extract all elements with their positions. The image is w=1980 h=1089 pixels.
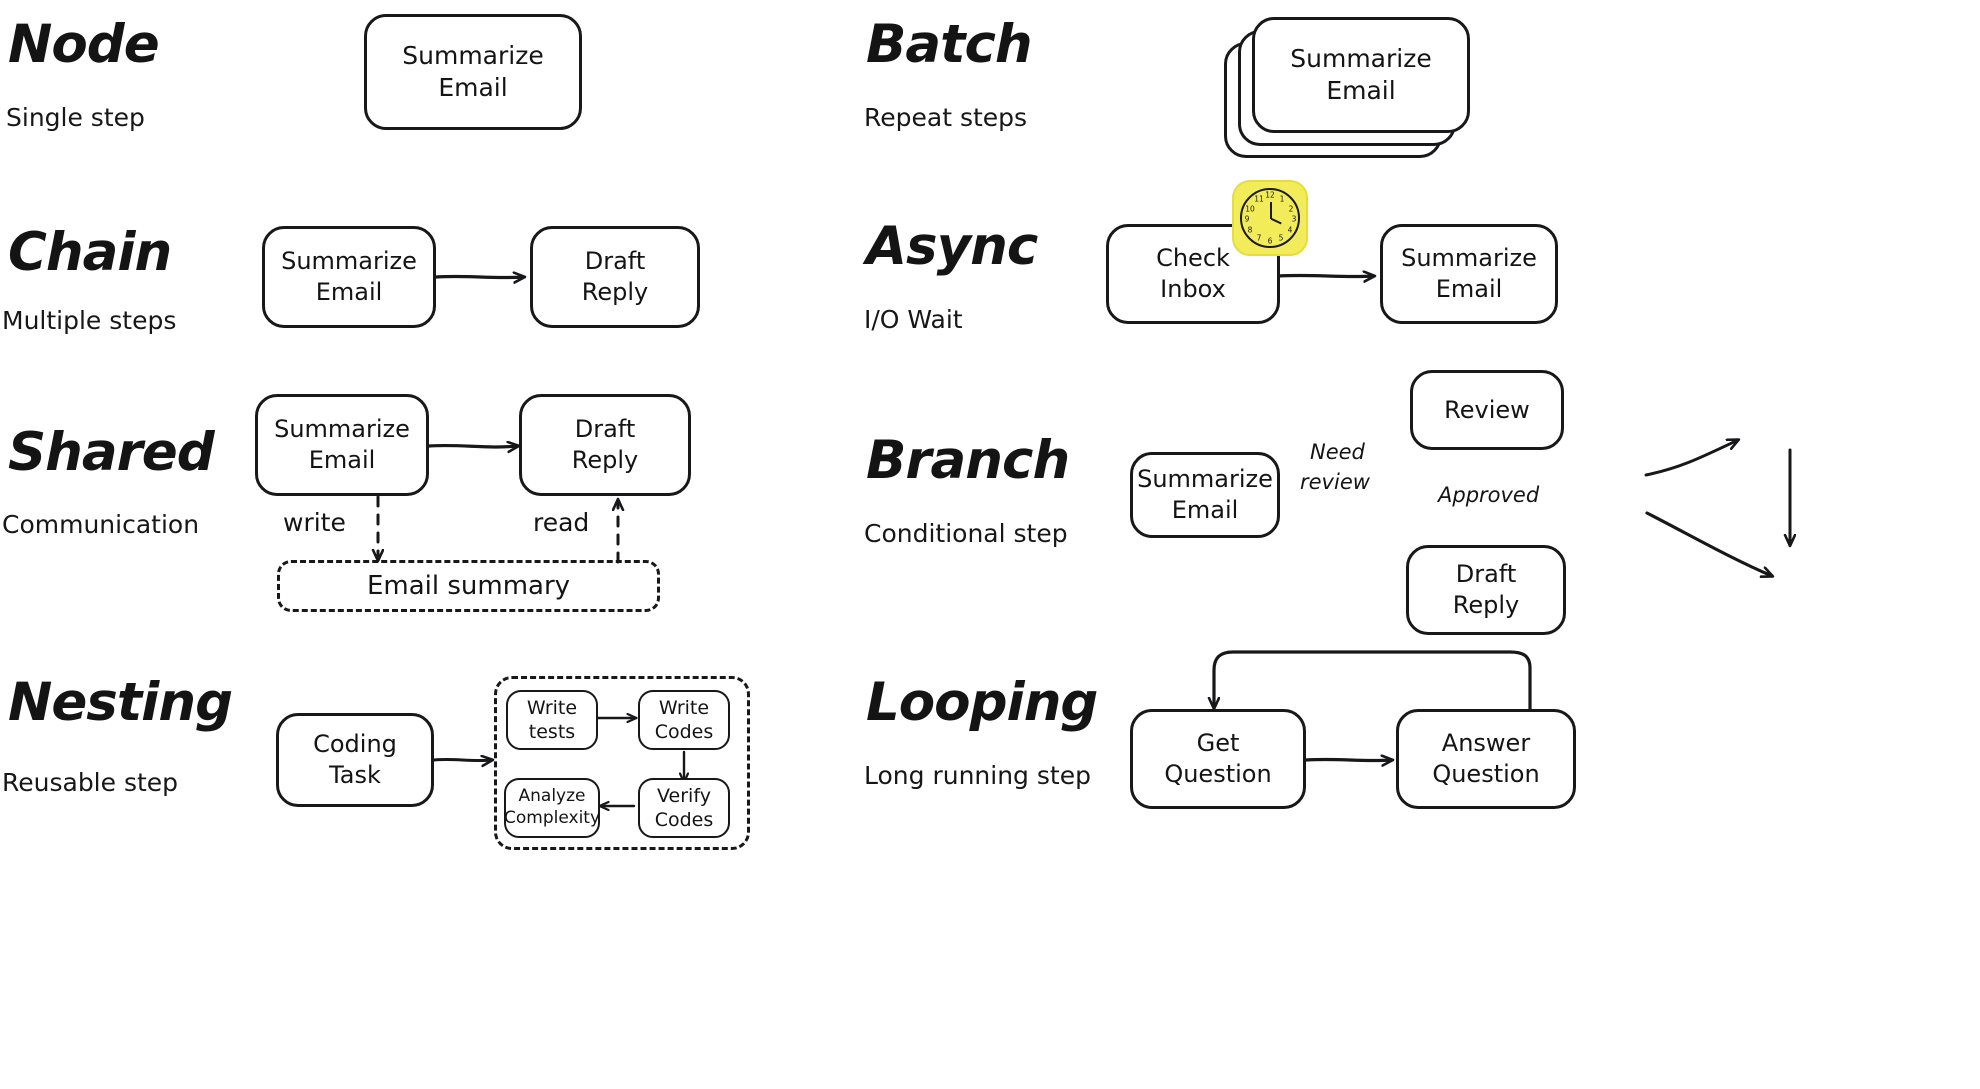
- node-looping-answer-question[interactable]: Answer Question: [1396, 709, 1576, 809]
- node-async-check-inbox[interactable]: Check Inbox: [1106, 224, 1280, 324]
- node-label-line1: Answer: [1441, 729, 1531, 758]
- clock-hand-minute: [1269, 202, 1272, 219]
- looping-edge-forward: [1304, 759, 1392, 760]
- node-shared-summarize-email[interactable]: Summarize Email: [255, 394, 429, 496]
- node-chain-draft-reply[interactable]: Draft Reply: [530, 226, 700, 328]
- node-label-line2: Email: [315, 278, 383, 306]
- node-label-line2: Email: [438, 73, 508, 102]
- node-label-line1: Summarize: [274, 415, 410, 444]
- section-title-nesting: Nesting: [8, 672, 233, 733]
- node-nesting-analyze-complexity[interactable]: Analyze Complexity: [504, 778, 600, 838]
- node-label-line1: Draft: [1455, 560, 1517, 589]
- section-subtitle-nesting: Reusable step: [2, 768, 179, 797]
- section-subtitle-branch: Conditional step: [864, 519, 1068, 548]
- node-nesting-verify-codes[interactable]: Verify Codes: [638, 778, 730, 838]
- node-branch-summarize-email[interactable]: Summarize Email: [1130, 452, 1280, 538]
- edge-label-review: review: [1300, 470, 1370, 494]
- branch-edge-need-review: [1644, 440, 1738, 477]
- section-title-shared: Shared: [8, 422, 215, 483]
- node-label-line2: Inbox: [1160, 275, 1226, 303]
- chain-edge: [434, 276, 524, 277]
- node-label-line2: Complexity: [504, 808, 601, 828]
- node-branch-review[interactable]: Review: [1410, 370, 1564, 450]
- batch-stack-card-front[interactable]: Summarize Email: [1252, 17, 1470, 133]
- section-title-node: Node: [8, 14, 160, 75]
- node-label-line1: Draft: [574, 415, 636, 444]
- node-label-line1: Summarize: [402, 41, 544, 70]
- shared-store-email-summary[interactable]: Email summary: [277, 560, 660, 612]
- nesting-subflow-group: [494, 676, 750, 850]
- section-subtitle-chain: Multiple steps: [2, 306, 177, 335]
- node-label-line1: Summarize: [1290, 44, 1432, 73]
- nesting-edge-in: [432, 759, 492, 760]
- edge-label-write: write: [283, 508, 346, 537]
- node-label-line2: Reply: [1452, 591, 1520, 619]
- section-subtitle-batch: Repeat steps: [864, 103, 1028, 132]
- section-subtitle-async: I/O Wait: [864, 305, 963, 334]
- section-title-batch: Batch: [866, 14, 1033, 75]
- node-label-line2: Email: [308, 446, 376, 474]
- node-label-line1: Write: [526, 696, 578, 719]
- node-label-line2: Task: [329, 761, 381, 789]
- clock-face: [1240, 188, 1300, 248]
- looping-edge-back: [1214, 650, 1532, 714]
- node-label-line1: Summarize: [281, 247, 417, 276]
- node-label-line1: Review: [1444, 395, 1530, 424]
- node-label-line2: Codes: [654, 809, 714, 831]
- node-nesting-write-tests[interactable]: Write tests: [506, 690, 598, 750]
- branch-edge-direct: [1645, 511, 1772, 576]
- node-label-line2: Email: [1171, 496, 1239, 524]
- node-label-line2: tests: [528, 721, 576, 743]
- section-subtitle-shared: Communication: [2, 510, 200, 539]
- section-subtitle-looping: Long running step: [864, 761, 1091, 790]
- node-label-line2: Reply: [581, 278, 649, 306]
- node-label-line1: Verify: [657, 784, 711, 807]
- section-subtitle-node: Single step: [6, 103, 145, 132]
- section-title-branch: Branch: [866, 430, 1070, 491]
- node-label-line2: Reply: [571, 446, 639, 474]
- node-label-line1: Get: [1196, 729, 1240, 758]
- section-title-looping: Looping: [866, 672, 1098, 733]
- node-label-line1: Summarize: [1137, 465, 1273, 494]
- node-summarize-email[interactable]: Summarize Email: [364, 14, 582, 130]
- node-label-line1: Analyze: [518, 786, 586, 807]
- node-looping-get-question[interactable]: Get Question: [1130, 709, 1306, 809]
- shared-store-label: Email summary: [366, 571, 571, 601]
- node-branch-draft-reply[interactable]: Draft Reply: [1406, 545, 1566, 635]
- edge-label-approved: Approved: [1438, 483, 1540, 507]
- clock-digits: 12 1 2 3 4 5 6 7 8 9 10 11: [1244, 190, 1297, 246]
- node-nesting-write-codes[interactable]: Write Codes: [638, 690, 730, 750]
- node-async-summarize-email[interactable]: Summarize Email: [1380, 224, 1558, 324]
- node-label-line2: Question: [1164, 760, 1272, 788]
- node-label-line2: Codes: [654, 721, 714, 743]
- shared-edge-main: [427, 446, 518, 447]
- edge-label-read: read: [533, 508, 590, 537]
- async-edge: [1276, 275, 1374, 276]
- edge-label-need: Need: [1310, 440, 1365, 464]
- section-title-chain: Chain: [8, 222, 172, 283]
- node-shared-draft-reply[interactable]: Draft Reply: [519, 394, 691, 496]
- node-label-line2: Email: [1435, 275, 1503, 303]
- node-chain-summarize-email[interactable]: Summarize Email: [262, 226, 436, 328]
- clock-icon: 12 1 2 3 4 5 6 7 8 9 10 11: [1232, 180, 1308, 256]
- node-label-line2: Question: [1432, 760, 1540, 788]
- section-title-async: Async: [866, 216, 1038, 277]
- node-label-line1: Draft: [584, 247, 646, 276]
- node-label-line1: Check: [1156, 244, 1230, 273]
- node-label-line2: Email: [1326, 76, 1396, 105]
- node-label-line1: Summarize: [1401, 244, 1537, 273]
- node-label-line1: Write: [658, 696, 710, 719]
- node-nesting-coding-task[interactable]: Coding Task: [276, 713, 434, 807]
- node-label-line1: Coding: [313, 730, 397, 759]
